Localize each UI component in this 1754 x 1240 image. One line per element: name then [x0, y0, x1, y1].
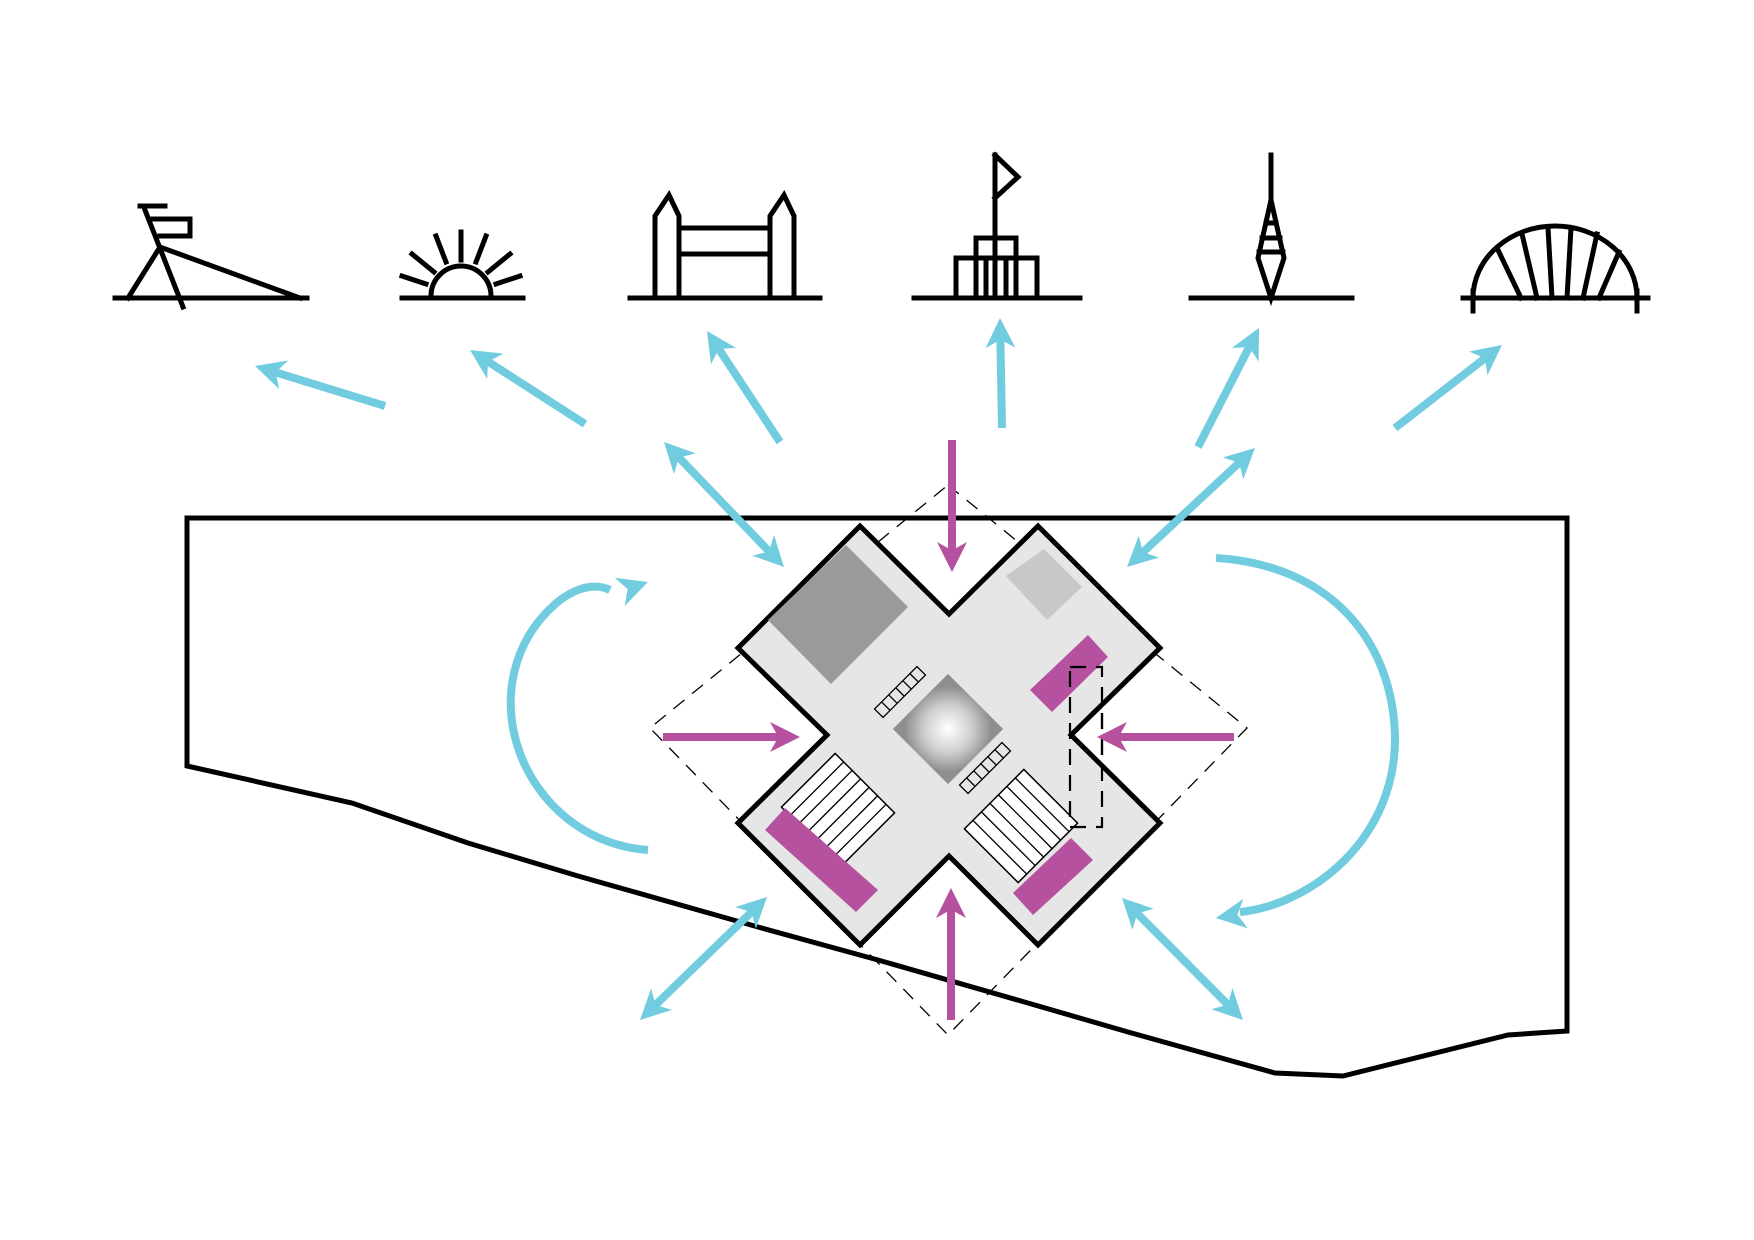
connection-arrow-sw	[640, 897, 767, 1020]
view-arrow-bridge	[1392, 345, 1502, 432]
entry-arrow-east	[1097, 722, 1234, 752]
spire-tower-icon	[1188, 152, 1355, 307]
entry-arrow-west	[663, 722, 800, 752]
light-block	[1006, 549, 1082, 620]
view-arrow-sunrise	[470, 350, 588, 428]
view-arrow-monument	[985, 318, 1016, 429]
entry-arrow-north	[937, 440, 967, 572]
twin-tower-gate-icon	[627, 189, 823, 301]
flag-monument-icon	[911, 151, 1083, 301]
connection-arrow-nw	[664, 442, 784, 567]
grid-block-right	[963, 768, 1079, 884]
arrow-layer	[255, 318, 1502, 1020]
stair-lower	[958, 741, 1012, 795]
entry-arrow-south	[936, 888, 966, 1020]
circulation-loop-right	[1215, 554, 1400, 929]
arch-bridge-icon	[1460, 223, 1651, 314]
circulation-loop-left	[506, 577, 649, 854]
program-bar-lower-left	[765, 808, 878, 912]
connection-arrow-ne	[1127, 448, 1255, 567]
dashed-frame-overlay	[1068, 665, 1104, 829]
grid-block-left	[780, 752, 896, 868]
central-court	[892, 673, 1004, 785]
view-arrow-gate	[707, 331, 784, 445]
site-boundary	[184, 515, 1570, 1079]
beach-flag-icon	[112, 203, 310, 311]
stair-upper	[873, 665, 927, 719]
storage-block	[768, 545, 908, 684]
connection-arrow-se	[1122, 898, 1243, 1020]
x-shaped-building	[734, 522, 1164, 949]
view-arrow-beach	[255, 360, 387, 410]
program-bar-lower-right	[1013, 838, 1093, 915]
view-arrow-spire	[1194, 328, 1259, 449]
sunrise-icon	[398, 229, 526, 301]
